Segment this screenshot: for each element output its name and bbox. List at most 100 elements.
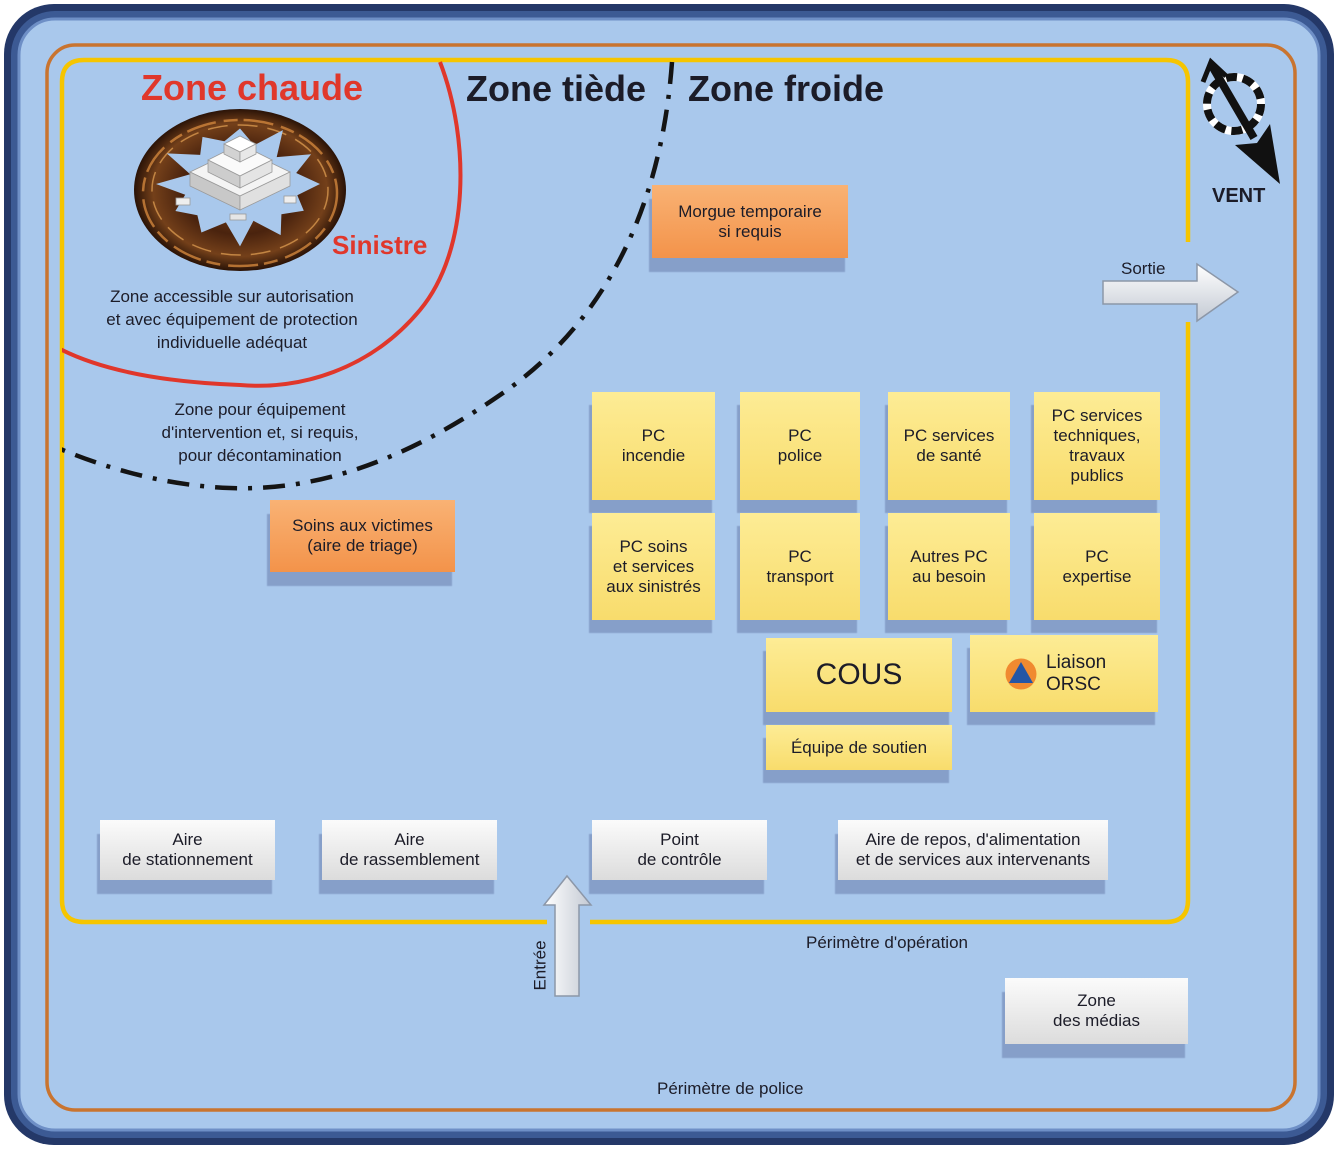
hot-zone-title: Zone chaude <box>140 67 364 108</box>
cold-zone-title: Zone froide <box>688 68 884 109</box>
incident-label: Sinistre <box>332 230 428 260</box>
box-label: Soins aux victimes (aire de triage) <box>292 516 433 556</box>
victim-triage-box: Soins aux victimes (aire de triage) <box>270 500 455 572</box>
warm-zone-title: Zone tiède <box>466 68 647 109</box>
note-line: Zone pour équipement <box>174 400 346 419</box>
box-label-line: de santé <box>916 446 982 465</box>
box-label-line: PC services <box>903 426 995 445</box>
note-line: pour décontamination <box>178 446 342 465</box>
exit-label: Sortie <box>1121 259 1166 278</box>
box-label-line: ORSC <box>1046 673 1101 695</box>
box-label-line: techniques, <box>1053 426 1141 445</box>
box-label-line: travaux <box>1069 446 1125 465</box>
box-label-line: (aire de triage) <box>307 536 418 555</box>
exit-arrow-icon <box>1102 262 1240 323</box>
temporary-morgue-box: Morgue temporaire si requis <box>652 185 848 258</box>
box-label-line: de rassemblement <box>339 850 480 869</box>
operation-perimeter-line <box>59 57 1191 925</box>
box-label: Morgue temporaire si requis <box>678 202 822 242</box>
pc-care-box: PC soins et services aux sinistrés <box>592 513 715 620</box>
box-label-line: Aire <box>394 830 425 849</box>
pc-technical-box: PC services techniques, travaux publics <box>1034 392 1160 500</box>
checkpoint-box: Point de contrôle <box>592 820 767 880</box>
box-label-line: publics <box>1070 466 1124 485</box>
entrance-arrow-icon <box>542 874 593 997</box>
support-team-box: Équipe de soutien <box>766 725 952 770</box>
box-label: Équipe de soutien <box>791 738 927 758</box>
box-label-line: Point <box>660 830 699 849</box>
box-label-line: PC services <box>1051 406 1143 425</box>
box-label-line: PC <box>641 426 666 445</box>
assembly-area-box: Aire de rassemblement <box>322 820 497 880</box>
incident-illustration <box>134 109 346 271</box>
box-label: PC soins et services aux sinistrés <box>606 537 700 597</box>
pc-fire-box: PC incendie <box>592 392 715 500</box>
note-line: et avec équipement de protection <box>106 310 358 329</box>
police-perimeter-label: Périmètre de police <box>657 1079 804 1098</box>
box-label-line: et services <box>612 556 695 576</box>
box-label-line: transport <box>766 566 834 586</box>
box-label-line: Morgue temporaire <box>678 201 822 221</box>
box-label: Autres PC au besoin <box>910 547 987 587</box>
note-line: Zone accessible sur autorisation <box>110 287 354 306</box>
cous-box: COUS <box>766 638 952 712</box>
box-label-line: police <box>777 446 823 465</box>
box-label: Aire de stationnement <box>122 830 252 870</box>
box-label: PC transport <box>766 547 833 587</box>
pc-police-box: PC police <box>740 392 860 500</box>
box-label: Point de contrôle <box>637 830 721 870</box>
box-label-line: et de services aux intervenants <box>855 850 1091 869</box>
rest-area-box: Aire de repos, d'alimentation et de serv… <box>838 820 1108 880</box>
parking-area-box: Aire de stationnement <box>100 820 275 880</box>
box-label-line: Aire <box>172 830 203 849</box>
building-ruins-icon <box>175 135 297 221</box>
pc-expertise-box: PC expertise <box>1034 513 1160 620</box>
hot-zone-access-note: Zone accessible sur autorisation et avec… <box>72 285 392 354</box>
pc-other-box: Autres PC au besoin <box>888 513 1010 620</box>
box-label-line: incendie <box>621 446 686 465</box>
box-label-line: COUS <box>815 658 903 691</box>
box-label: COUS <box>816 658 903 692</box>
box-label: PC services techniques, travaux publics <box>1052 406 1143 486</box>
note-line: d'intervention et, si requis, <box>161 423 359 442</box>
box-label: PC services de santé <box>904 426 995 466</box>
box-label-line: des médias <box>1053 1011 1140 1030</box>
box-label-line: Aire de repos, d'alimentation <box>865 830 1081 849</box>
box-label-line: PC <box>788 426 812 445</box>
box-label-line: aux sinistrés <box>606 576 701 596</box>
box-label-line: de contrôle <box>637 850 722 869</box>
warm-zone-note: Zone pour équipement d'intervention et, … <box>110 398 410 467</box>
wind-label: VENT <box>1212 185 1266 207</box>
box-label: Zone des médias <box>1053 991 1140 1031</box>
civil-protection-icon <box>1005 658 1037 689</box>
box-label: PC incendie <box>622 426 685 466</box>
box-label: Aire de repos, d'alimentation et de serv… <box>856 830 1090 870</box>
operation-perimeter-label: Périmètre d'opération <box>806 933 968 952</box>
pc-transport-box: PC transport <box>740 513 860 620</box>
box-label: PC expertise <box>1063 547 1132 587</box>
box-label: PC police <box>778 426 822 466</box>
wind-direction-icon <box>1200 57 1280 184</box>
box-label: Aire de rassemblement <box>340 830 480 870</box>
box-label-line: Équipe de soutien <box>790 737 928 757</box>
media-zone-box: Zone des médias <box>1005 978 1188 1044</box>
box-label-line: au besoin <box>912 566 986 586</box>
box-label-line: si requis <box>718 221 782 241</box>
box-label-line: Liaison <box>1046 651 1107 673</box>
box-label-line: PC <box>1085 546 1109 566</box>
box-label-line: expertise <box>1062 566 1132 586</box>
pc-health-box: PC services de santé <box>888 392 1010 500</box>
entrance-label: Entrée <box>530 940 550 991</box>
box-label: Liaison ORSC <box>1046 652 1106 696</box>
box-label-line: PC <box>788 546 812 566</box>
box-label-line: Zone <box>1077 991 1116 1010</box>
box-label-line: PC soins <box>619 536 688 556</box>
note-line: individuelle adéquat <box>156 333 308 352</box>
box-label-line: Soins aux victimes <box>292 516 433 535</box>
hot-zone-boundary <box>62 61 463 388</box>
box-label-line: de stationnement <box>122 850 253 869</box>
box-label-line: Autres PC <box>910 546 988 566</box>
police-perimeter-line <box>45 43 1297 1112</box>
orsc-liaison-box: Liaison ORSC <box>970 635 1158 712</box>
